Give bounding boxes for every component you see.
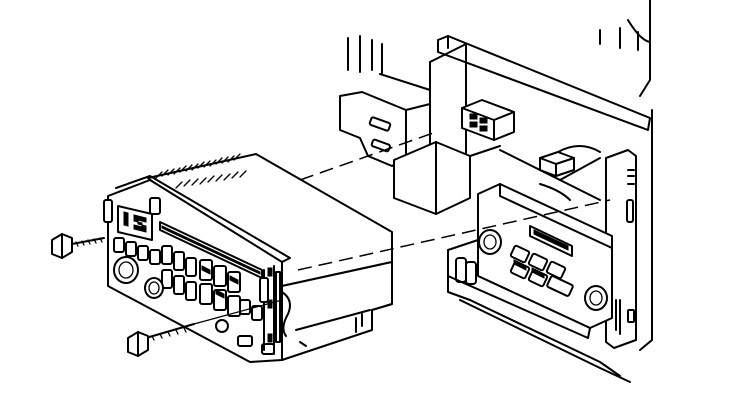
- wiring-connector: [539, 145, 601, 177]
- upper-mounting-screw: [51, 233, 105, 259]
- alignment-lines: [297, 131, 611, 271]
- lower-mounting-screw: [127, 299, 283, 357]
- wiring-connectors: [461, 99, 601, 177]
- radio-receiver: [103, 153, 393, 363]
- wiring-connector: [461, 99, 515, 141]
- climate-control-panel: [447, 183, 631, 383]
- dash-structure: [339, 0, 653, 351]
- heat-sink-fins: [155, 153, 241, 179]
- heat-sink-fins: [175, 170, 247, 189]
